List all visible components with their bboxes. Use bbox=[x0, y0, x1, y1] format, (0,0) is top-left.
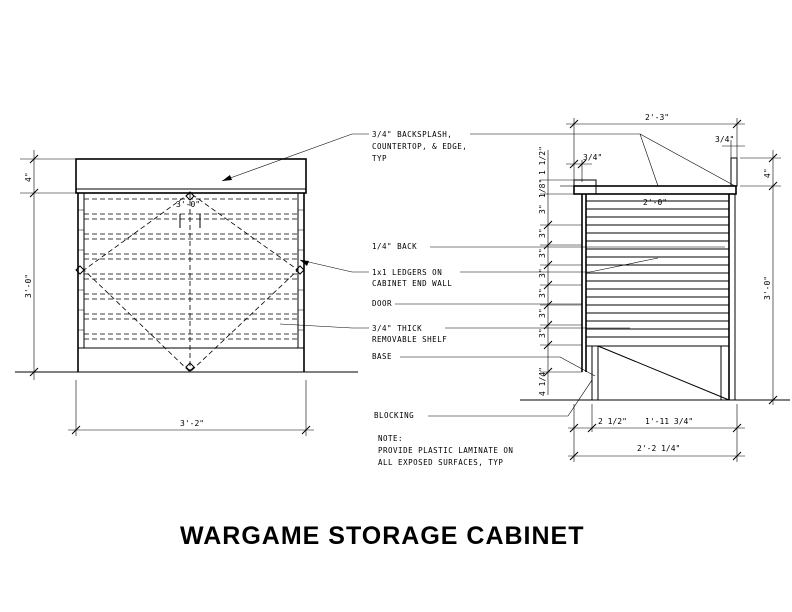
side-overall-width-label: 2'-3" bbox=[645, 113, 669, 122]
side-top-label: 1 1/2" bbox=[538, 146, 547, 175]
spacing-label-5: 3" bbox=[538, 288, 547, 298]
countertop-side bbox=[573, 185, 737, 195]
leader-base bbox=[400, 356, 596, 377]
callout-door: DOOR bbox=[372, 299, 392, 308]
leader-ledgers-front bbox=[299, 259, 369, 273]
spacing-label-4: 3" bbox=[538, 268, 547, 278]
callouts: 3/4" BACKSPLASH, COUNTERTOP, & EDGE, TYP… bbox=[221, 130, 736, 467]
side-counter-label: 1/8" bbox=[538, 179, 547, 198]
callout-back: 1/4" BACK bbox=[372, 242, 417, 251]
drawing-title: WARGAME STORAGE CABINET bbox=[180, 522, 585, 550]
callout-backsplash-line3: TYP bbox=[372, 154, 387, 163]
spacing-label-7: 3" bbox=[538, 328, 547, 338]
callout-blocking: BLOCKING bbox=[374, 411, 414, 420]
arrow-backsplash-front bbox=[222, 175, 232, 181]
leader-ledgers-side bbox=[460, 257, 659, 273]
side-overhang-label: 3/4" bbox=[583, 153, 602, 162]
note-line1: PROVIDE PLASTIC LAMINATE ON bbox=[378, 446, 513, 455]
spacing-label-1: 3" bbox=[538, 204, 547, 214]
shelves-side bbox=[586, 200, 729, 338]
leader-backsplash-side-2 bbox=[639, 133, 736, 187]
side-backsplash-dim: 3/4" bbox=[715, 135, 745, 160]
side-height-label: 3'-0" bbox=[763, 276, 772, 300]
front-height-dimension: 4" 3'-0" bbox=[20, 150, 76, 380]
callout-shelf-line2: REMOVABLE SHELF bbox=[372, 335, 447, 344]
side-backsplash-thk-label: 3/4" bbox=[715, 135, 734, 144]
side-base-label: 4 1/4" bbox=[538, 367, 547, 396]
side-base-dim-1: 2 1/2" bbox=[598, 417, 627, 426]
note-line2: ALL EXPOSED SURFACES, TYP bbox=[378, 458, 503, 467]
side-overall-base-label: 2'-2 1/4" bbox=[637, 444, 680, 453]
hinge-left bbox=[75, 265, 85, 275]
front-width-dimension: 3'-2" bbox=[68, 380, 314, 436]
note-heading: NOTE: bbox=[378, 434, 403, 443]
door-swing-diamond bbox=[83, 192, 299, 373]
front-top-dim-label: 4" bbox=[24, 172, 33, 182]
leader-shelf-front bbox=[279, 323, 369, 329]
side-overhang-dim: 3/4" bbox=[566, 153, 602, 182]
front-elevation: 3'-0" 4" 3'-0" 3'-2" bbox=[15, 150, 358, 436]
callout-ledgers-line2: CABINET END WALL bbox=[372, 279, 452, 288]
backsplash-side bbox=[730, 157, 738, 187]
front-height-dim-label: 3'-0" bbox=[24, 274, 33, 298]
door-handles bbox=[179, 214, 201, 228]
side-right-vertical-dims: 4" 3'-0" bbox=[740, 150, 781, 405]
hinge-top bbox=[185, 191, 195, 201]
callout-ledgers-line1: 1x1 LEDGERS ON bbox=[372, 268, 442, 277]
side-bottom-dims: 2 1/2" 1'-11 3/4" 2'-2 1/4" bbox=[568, 404, 745, 462]
leader-blocking bbox=[428, 379, 593, 417]
callout-base: BASE bbox=[372, 352, 392, 361]
arrow-ledgers-front bbox=[300, 260, 309, 266]
side-right-top-label: 4" bbox=[763, 168, 772, 178]
base-blocking-side bbox=[591, 345, 735, 401]
hinge-bottom bbox=[185, 362, 195, 372]
side-left-vertical-dims: 1 1/2" 1/8" 3" 3" 3" 3" 3" 3" 3" 4 1/4" bbox=[538, 146, 582, 396]
front-width-dim-label: 3'-2" bbox=[180, 419, 204, 428]
spacing-label-2: 3" bbox=[538, 228, 547, 238]
countertop-front bbox=[75, 158, 307, 194]
side-overall-width-dim: 2'-3" bbox=[566, 113, 745, 184]
side-section: 2'-0" 2'-3" 3/4" 3/4" 1 1/2" bbox=[520, 113, 790, 462]
ledger-ticks-front bbox=[78, 209, 304, 331]
front-edge-side bbox=[573, 179, 597, 195]
side-base-dim-2: 1'-11 3/4" bbox=[645, 417, 693, 426]
callout-backsplash-line1: 3/4" BACKSPLASH, bbox=[372, 130, 452, 139]
leader-backsplash-front bbox=[221, 133, 369, 182]
ledger-lines-front bbox=[84, 198, 298, 340]
callout-shelf-line1: 3/4" THICK bbox=[372, 324, 422, 333]
hinge-right bbox=[295, 265, 305, 275]
spacing-label-6: 3" bbox=[538, 308, 547, 318]
leader-backsplash-side bbox=[470, 133, 659, 187]
side-inner-width-label: 2'-0" bbox=[643, 198, 667, 207]
callout-backsplash-line2: COUNTERTOP, & EDGE, bbox=[372, 142, 467, 151]
front-inner-width-label: 3'-0" bbox=[176, 200, 200, 209]
spacing-label-3: 3" bbox=[538, 248, 547, 258]
